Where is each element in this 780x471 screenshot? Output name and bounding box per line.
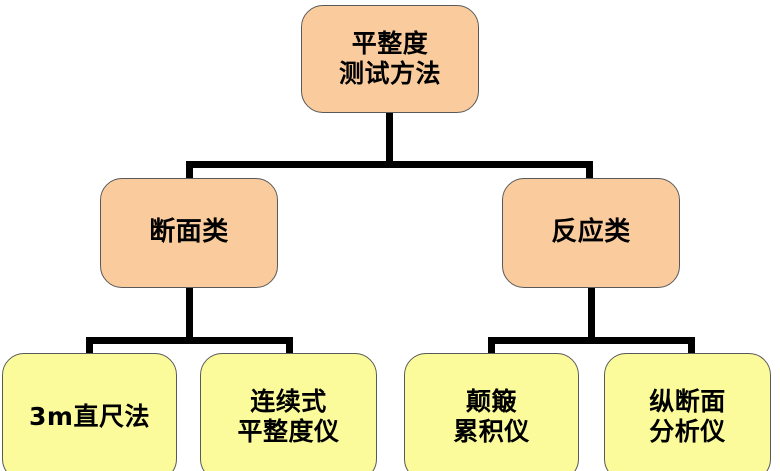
node-branch-duanmianlei[interactable]: 断面类 — [100, 178, 278, 288]
node-leaf-line2: 平整度仪 — [237, 417, 340, 446]
connector-drop-branch-right — [586, 161, 593, 183]
connector-level1-bus — [186, 161, 593, 168]
connector-right-bus — [488, 337, 695, 344]
connector-drop-leaf-0 — [86, 337, 93, 357]
connector-right-stem — [588, 285, 595, 341]
node-branch-label: 反应类 — [551, 217, 631, 248]
connector-left-stem — [186, 285, 193, 341]
node-leaf-line1: 3m直尺法 — [29, 401, 150, 431]
connector-left-bus — [86, 337, 293, 344]
node-leaf-line2: 累积仪 — [453, 417, 530, 446]
connector-drop-leaf-1 — [286, 337, 293, 357]
node-leaf-profile-analyzer[interactable]: 纵断面 分析仪 — [604, 353, 771, 471]
node-leaf-continuous-profilometer[interactable]: 连续式 平整度仪 — [200, 353, 377, 471]
node-leaf-line2: 分析仪 — [649, 417, 726, 446]
node-branch-label: 断面类 — [149, 217, 229, 248]
node-leaf-3m-straightedge[interactable]: 3m直尺法 — [2, 353, 177, 471]
node-leaf-line1: 纵断面 — [649, 386, 726, 416]
connector-drop-branch-left — [186, 161, 193, 183]
connector-drop-leaf-3 — [688, 337, 695, 357]
node-leaf-line1: 连续式 — [250, 386, 327, 416]
connector-drop-leaf-2 — [488, 337, 495, 357]
connector-root-stem — [386, 110, 393, 168]
node-root-line2: 测试方法 — [338, 59, 441, 88]
node-leaf-bump-integrator[interactable]: 颠簸 累积仪 — [404, 353, 579, 471]
node-leaf-line1: 颠簸 — [465, 386, 517, 416]
node-root[interactable]: 平整度 测试方法 — [301, 5, 479, 113]
node-branch-fanyinglei[interactable]: 反应类 — [502, 178, 680, 288]
node-root-line1: 平整度 — [351, 28, 429, 58]
